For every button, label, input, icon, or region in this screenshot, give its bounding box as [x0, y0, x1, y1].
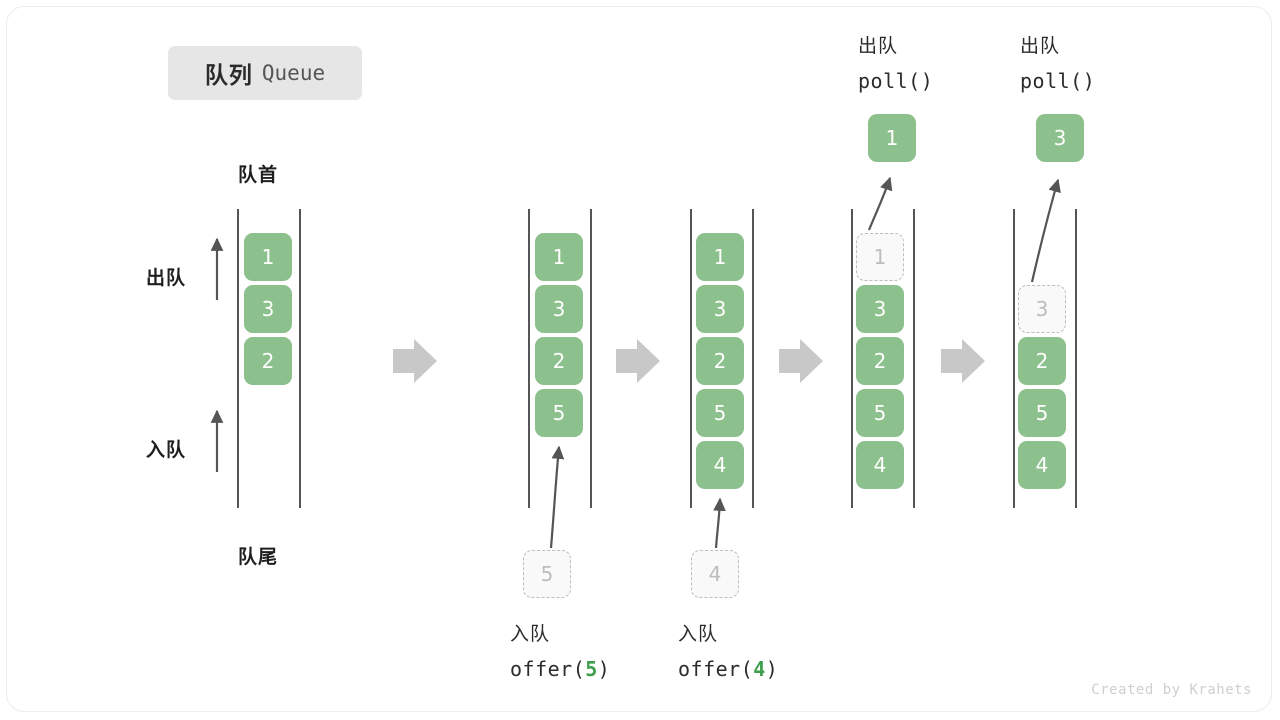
panel-3-rail-left: [690, 209, 692, 508]
panel-4-rail-left: [851, 209, 853, 508]
operation-label-code: poll(): [1020, 69, 1096, 93]
queue-cell: 2: [856, 337, 904, 385]
queue-cell: 1: [696, 233, 744, 281]
operation-label-code: offer(4): [678, 657, 779, 681]
enqueue-direction-label: 入队: [146, 440, 187, 461]
queue-cell: 1: [535, 233, 583, 281]
queue-cell: 2: [1018, 337, 1066, 385]
panel-4-rail-right: [913, 209, 915, 508]
operation-label-offer-5: 入队 offer(5): [510, 618, 610, 686]
queue-cell: 3: [696, 285, 744, 333]
incoming-element-ghost: 5: [523, 550, 571, 598]
diagram-title-chip: 队列 Queue: [168, 46, 362, 100]
panel-5-rail-right: [1075, 209, 1077, 508]
queue-cell: 5: [856, 389, 904, 437]
queue-cell: 2: [696, 337, 744, 385]
panel-2-rail-left: [528, 209, 530, 508]
panel-5-rail-left: [1013, 209, 1015, 508]
queue-cell: 2: [244, 337, 292, 385]
queue-cell-ghost: 3: [1018, 285, 1066, 333]
watermark: Created by Krahets: [1091, 682, 1252, 698]
card-frame: [6, 6, 1272, 712]
panel-1-rail-left: [237, 209, 239, 508]
queue-cell: 4: [1018, 441, 1066, 489]
operation-label-offer-4: 入队 offer(4): [678, 618, 778, 686]
panel-3-rail-right: [752, 209, 754, 508]
queue-cell: 5: [696, 389, 744, 437]
queue-cell-ghost: 1: [856, 233, 904, 281]
queue-cell: 5: [1018, 389, 1066, 437]
diagram-title-en: Queue: [261, 61, 326, 85]
queue-cell: 4: [696, 441, 744, 489]
operation-label-cn: 出队: [858, 36, 899, 57]
queue-cell: 1: [244, 233, 292, 281]
queue-cell: 3: [244, 285, 292, 333]
panel-1-rail-right: [299, 209, 301, 508]
panel-2-rail-right: [590, 209, 592, 508]
operation-label-cn: 出队: [1020, 36, 1061, 57]
dequeue-direction-label: 出队: [146, 268, 187, 289]
operation-label-cn: 入队: [678, 624, 719, 645]
queue-tail-label: 队尾: [238, 547, 279, 568]
incoming-element-ghost: 4: [691, 550, 739, 598]
queue-cell: 3: [856, 285, 904, 333]
operation-label-code: offer(5): [510, 657, 611, 681]
queue-head-label: 队首: [238, 165, 279, 186]
queue-cell: 3: [535, 285, 583, 333]
outgoing-element: 1: [868, 114, 916, 162]
operation-label-cn: 入队: [510, 624, 551, 645]
operation-label-code: poll(): [858, 69, 934, 93]
operation-label-poll-1: 出队 poll(): [858, 30, 933, 98]
queue-cell: 5: [535, 389, 583, 437]
outgoing-element: 3: [1036, 114, 1084, 162]
queue-cell: 4: [856, 441, 904, 489]
operation-label-poll-3: 出队 poll(): [1020, 30, 1095, 98]
diagram-title-cn: 队列: [204, 62, 253, 88]
queue-cell: 2: [535, 337, 583, 385]
